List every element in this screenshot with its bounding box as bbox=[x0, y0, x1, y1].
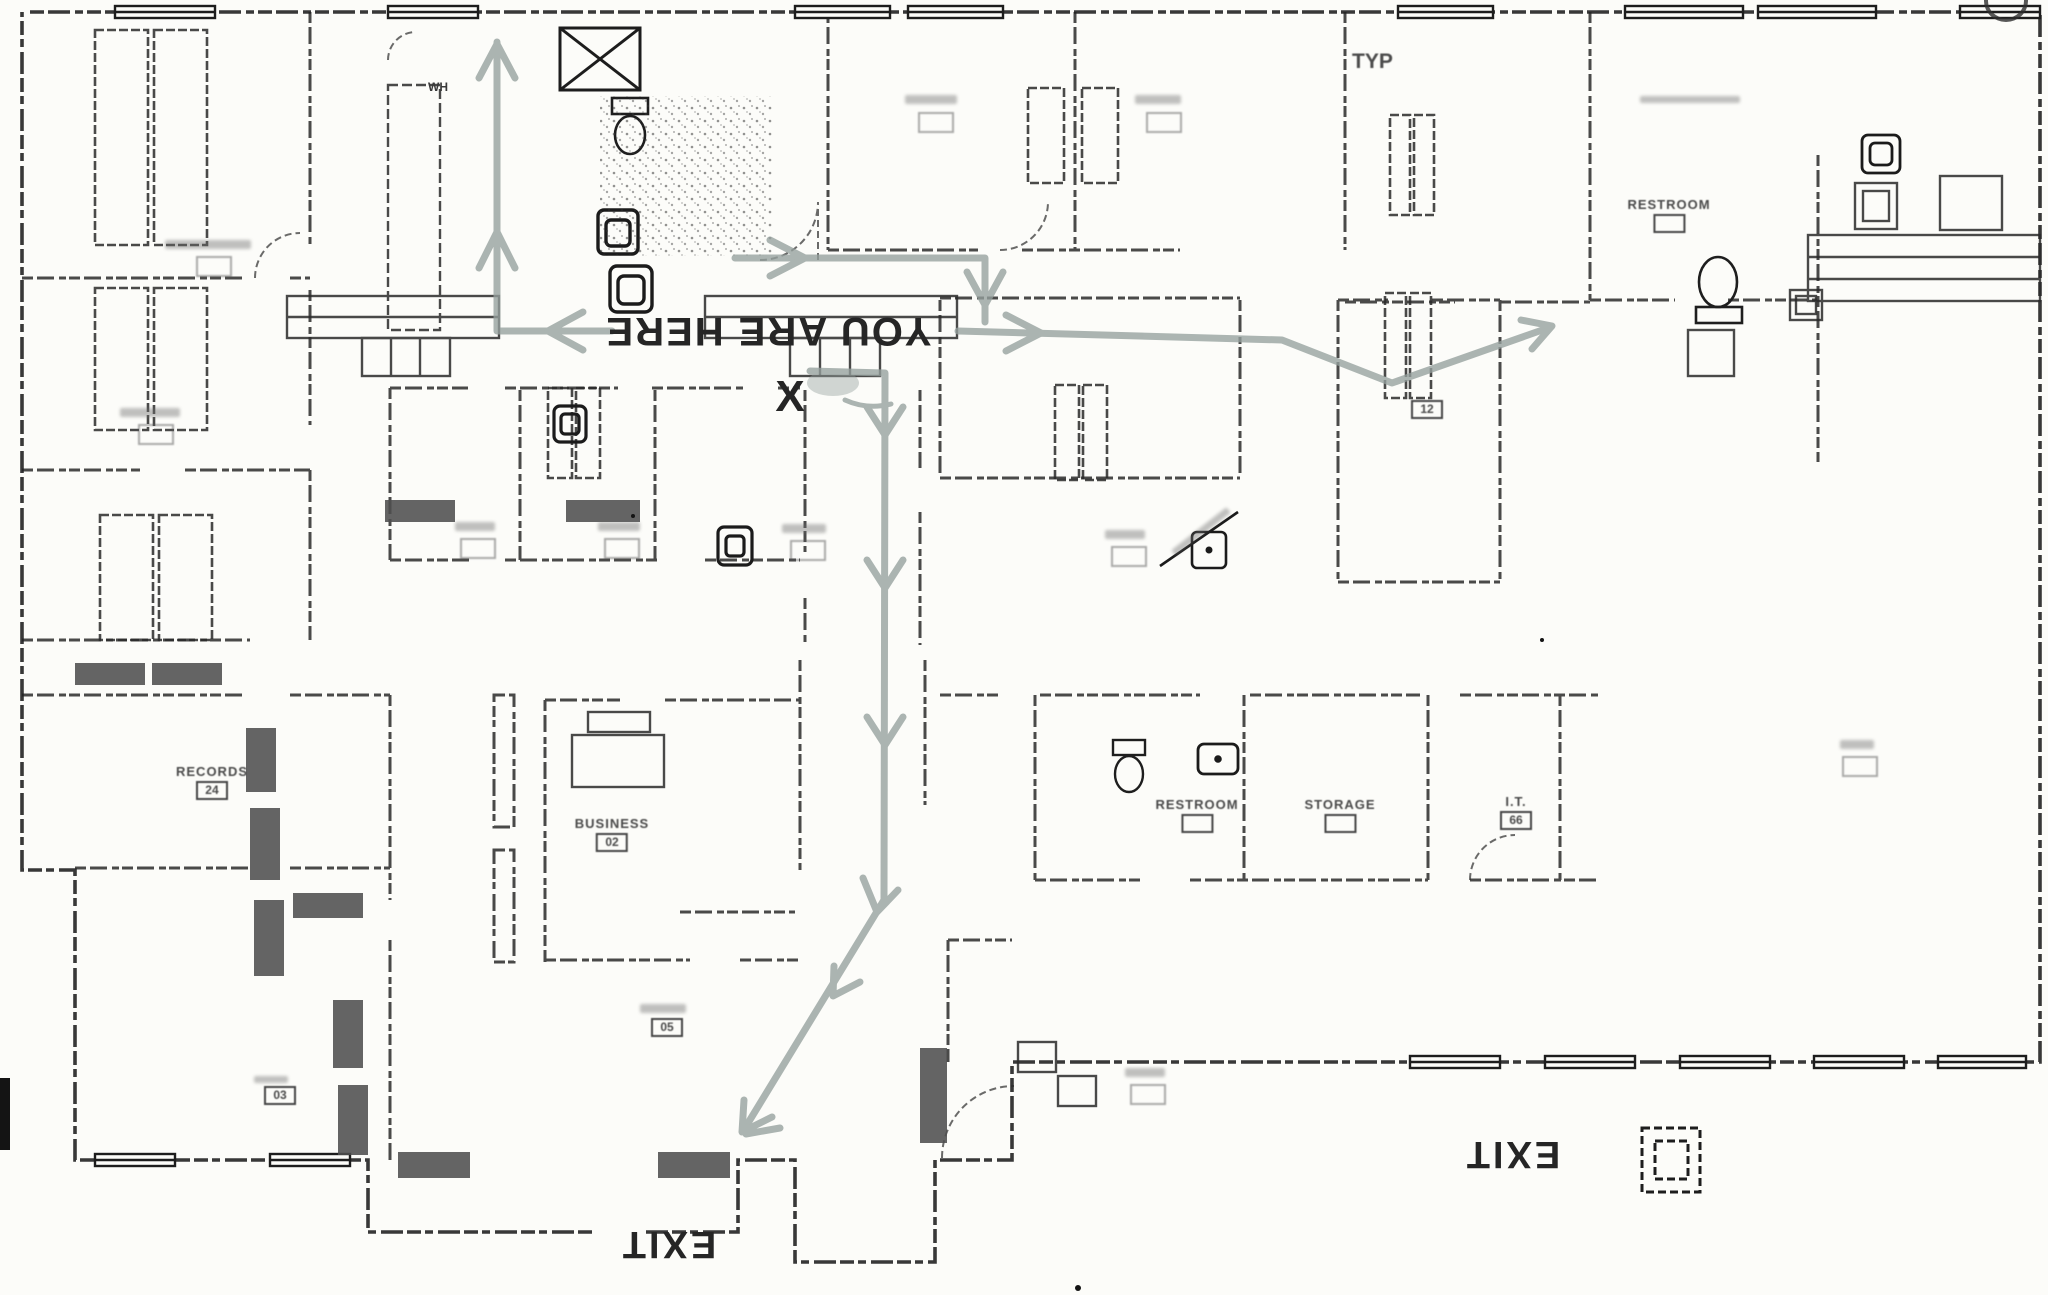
scan-artifacts bbox=[0, 514, 1544, 1291]
benches bbox=[75, 500, 947, 1178]
counters-and-desks bbox=[285, 83, 2042, 1108]
room-number bbox=[1324, 814, 1356, 833]
illegible-room-number bbox=[460, 538, 496, 559]
room-name: RECORDS bbox=[175, 764, 249, 779]
illegible-wall-note bbox=[1640, 96, 1740, 103]
exit-label-south: EXIT bbox=[619, 1223, 717, 1265]
illegible-label bbox=[1125, 1068, 1165, 1077]
exit-label-east: EXIT bbox=[1463, 1133, 1561, 1175]
room-label-restroom-center: RESTROOM bbox=[1155, 797, 1238, 833]
illegible-label bbox=[165, 240, 251, 249]
exam-tables bbox=[93, 28, 1436, 642]
illegible-label bbox=[120, 408, 180, 417]
room-number bbox=[1653, 214, 1685, 233]
illegible-room-number bbox=[1146, 112, 1182, 133]
interior-walls bbox=[22, 12, 1820, 1160]
perimeter-walls bbox=[20, 10, 2042, 1264]
illegible-room-number bbox=[196, 256, 232, 277]
room-label-storage: STORAGE bbox=[1304, 797, 1375, 833]
illegible-label bbox=[905, 95, 957, 104]
evacuation-route-arrows bbox=[475, 38, 1556, 1138]
exterior-column bbox=[1640, 1126, 1702, 1194]
you-are-here-x-mark: X bbox=[775, 372, 805, 421]
room-label-business: BUSINESS 02 bbox=[575, 816, 649, 852]
room-number: 02 bbox=[596, 833, 628, 852]
illegible-label bbox=[1840, 740, 1874, 749]
illegible-room-number bbox=[1130, 1084, 1166, 1105]
illegible-label bbox=[254, 1076, 288, 1083]
room-label-05: 05 bbox=[651, 1016, 683, 1037]
illegible-label bbox=[1105, 530, 1145, 539]
illegible-room-number bbox=[790, 540, 826, 561]
illegible-room-number bbox=[918, 112, 954, 133]
room-number bbox=[1181, 814, 1213, 833]
illegible-label bbox=[782, 524, 826, 533]
water-heater-label: WH bbox=[428, 80, 448, 94]
ramp-fixture-icon bbox=[1159, 510, 1239, 570]
window-symbols bbox=[93, 4, 2042, 1168]
tiled-floor-texture bbox=[600, 96, 772, 256]
illegible-label bbox=[455, 522, 495, 531]
you-are-here-label: YOU ARE HERE bbox=[604, 309, 932, 353]
room-label-12: 12 bbox=[1411, 398, 1443, 419]
illegible-label bbox=[1135, 95, 1181, 104]
illegible-label bbox=[640, 1004, 686, 1013]
room-number: 66 bbox=[1500, 811, 1532, 830]
room-label-records: RECORDS 24 bbox=[176, 764, 248, 800]
room-label-restroom-upper-right: RESTROOM bbox=[1627, 197, 1710, 233]
shaft-x-box bbox=[558, 26, 642, 92]
illegible-room-number bbox=[1111, 546, 1147, 567]
corridor-sink-icons bbox=[552, 404, 754, 567]
room-label-03: 03 bbox=[264, 1084, 296, 1105]
toilet-icon-upper-right-restroom bbox=[1694, 255, 1744, 325]
sink-icon-upper-right bbox=[1860, 133, 1902, 175]
room-name: RESTROOM bbox=[1155, 797, 1239, 812]
room-label-it: I.T. 66 bbox=[1500, 794, 1532, 830]
sink-icon-center-restroom bbox=[1196, 742, 1240, 776]
room-number: 05 bbox=[651, 1018, 683, 1037]
room-number: 24 bbox=[195, 781, 228, 800]
room-name: RESTROOM bbox=[1627, 197, 1711, 212]
illegible-label bbox=[598, 522, 640, 531]
room-name: BUSINESS bbox=[574, 816, 650, 831]
illegible-room-number bbox=[1842, 756, 1878, 777]
toilet-icon-center-restroom bbox=[1111, 738, 1147, 794]
room-number: 03 bbox=[264, 1086, 296, 1105]
typ-note: TYP bbox=[1352, 50, 1393, 73]
room-name: I.T. bbox=[1505, 794, 1527, 809]
room-number: 12 bbox=[1411, 400, 1443, 419]
illegible-room-number bbox=[138, 424, 174, 445]
room-name: STORAGE bbox=[1304, 797, 1376, 812]
illegible-room-number bbox=[604, 538, 640, 559]
